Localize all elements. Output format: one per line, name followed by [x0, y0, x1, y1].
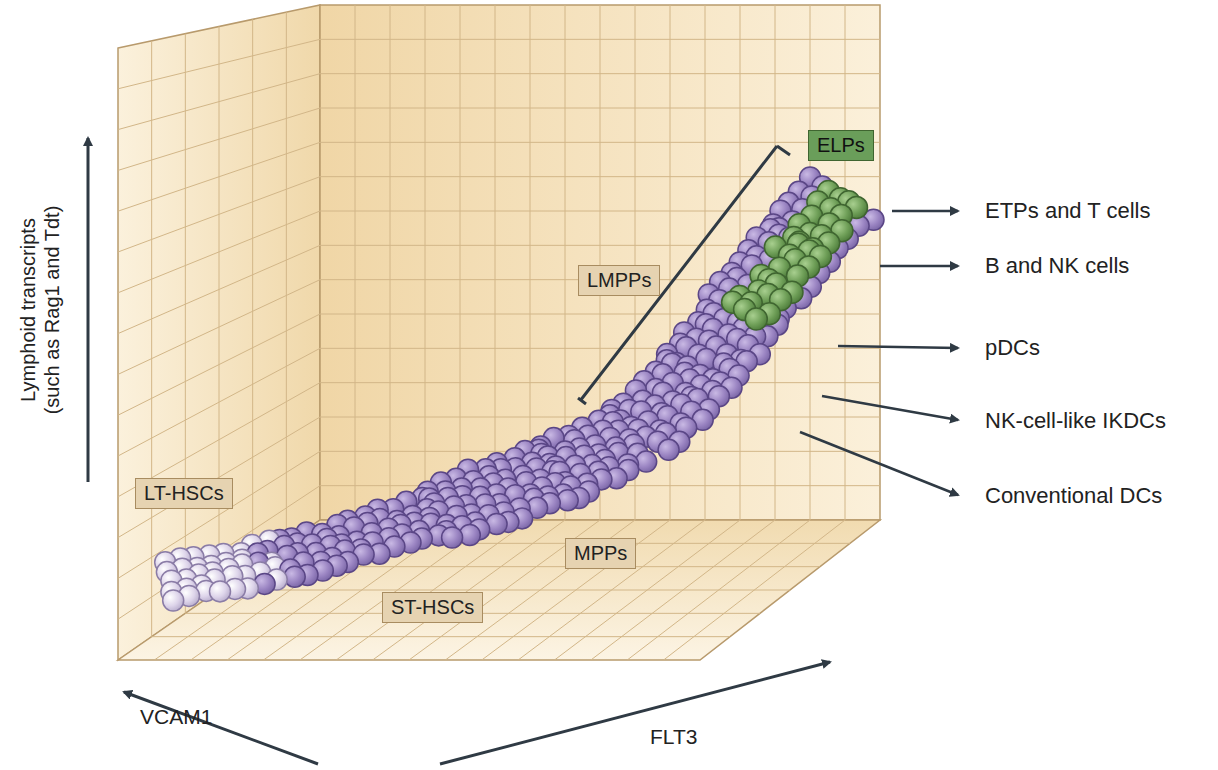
stage-name: LMPPs [587, 269, 651, 292]
stage-label-box: ST-HSCs [382, 592, 483, 623]
axis-label: VCAM1 [140, 705, 212, 729]
stage-name: MPPs [574, 542, 627, 565]
lineage-label: ETPs and T cells [985, 198, 1150, 224]
stage-name: ST-HSCs [391, 596, 474, 619]
stage-name: LT-HSCs [144, 482, 224, 505]
lineage-label: pDCs [985, 335, 1040, 361]
lineage-label: B and NK cells [985, 253, 1129, 279]
stage-label-box: ELPs [808, 130, 874, 161]
axis-label: Lymphoid transcripts (such as Rag1 and T… [16, 195, 64, 425]
lineage-label: Conventional DCs [985, 483, 1162, 509]
stage-label-box: LT-HSCs [135, 478, 233, 509]
stage-name: ELPs [817, 134, 865, 157]
stage-label-box: MPPs [565, 538, 636, 569]
axis-label: FLT3 [650, 725, 697, 749]
stage-label-box: LMPPs [578, 265, 660, 296]
lineage-label: NK-cell-like IKDCs [985, 408, 1166, 434]
